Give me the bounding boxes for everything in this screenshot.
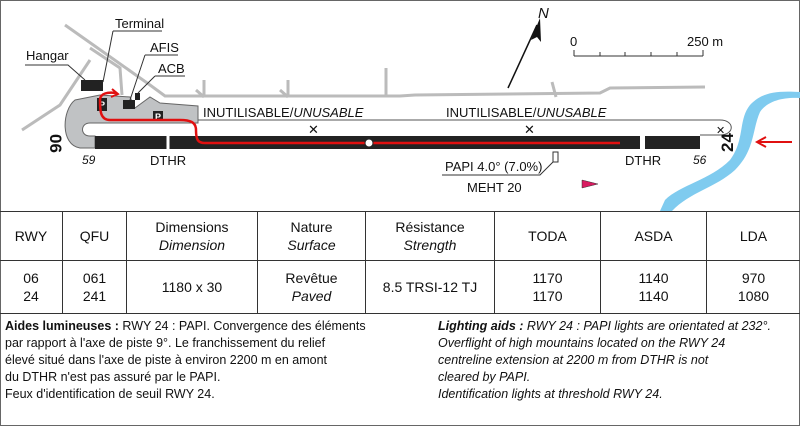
runway-end xyxy=(645,136,700,149)
notes-line: RWY 24 : PAPI lights are orientated at 2… xyxy=(523,319,771,333)
col-rwy: RWY xyxy=(0,211,63,261)
closed-marker-icon: ✕ xyxy=(716,125,725,137)
cell-dimensions: 1180 x 30 xyxy=(126,260,258,314)
terminal-label: Terminal xyxy=(115,16,164,31)
papi-icon xyxy=(552,151,559,163)
north-arrow-icon xyxy=(531,18,541,42)
lighting-notes-french: Aides lumineuses : RWY 24 : PAPI. Conver… xyxy=(5,318,425,403)
closed-marker-icon: ✕ xyxy=(308,122,319,137)
parking-label-terminal: P xyxy=(99,100,105,110)
notes-line: du DTHR n'est pas assuré par le PAPI. xyxy=(5,370,221,384)
notes-line: élevé situé dans l'axe de piste à enviro… xyxy=(5,353,328,367)
cell-strength: 8.5 TRSI-12 TJ xyxy=(365,260,495,314)
parking-label: P xyxy=(155,112,161,122)
col-lda: LDA xyxy=(706,211,800,261)
taxi-route xyxy=(98,91,620,145)
runway-24-label: 24 xyxy=(718,133,737,152)
lighting-notes-english: Lighting aids : RWY 24 : PAPI lights are… xyxy=(438,318,798,403)
unusable-label: INUTILISABLE/UNUSABLE xyxy=(446,105,607,120)
threshold-elevation-east: 56 xyxy=(693,153,707,167)
scale-bar xyxy=(573,50,704,57)
notes-line: par rapport à l'axe de piste 9°. Le fran… xyxy=(5,336,326,350)
col-toda: TODA xyxy=(494,211,601,261)
approach-arrow-icon xyxy=(754,136,792,148)
notes-line: Identification lights at threshold RWY 2… xyxy=(438,387,663,401)
runway-06-label: 06 xyxy=(46,134,65,153)
notes-title: Aides lumineuses : xyxy=(5,319,119,333)
notes-line: Feux d'identification de seuil RWY 24. xyxy=(5,387,215,401)
notes-line: centreline extension at 2200 m from DTHR… xyxy=(438,353,709,367)
afis-building xyxy=(123,100,135,109)
notes-title: Lighting aids : xyxy=(438,319,524,333)
acb-label: ACB xyxy=(158,61,185,76)
parking-sign xyxy=(153,111,163,121)
terminal-building xyxy=(97,98,107,111)
river xyxy=(660,91,800,211)
closed-marker-icon: ✕ xyxy=(524,122,535,137)
windsock-icon xyxy=(581,179,599,189)
parallel-taxiway xyxy=(198,119,732,136)
hangar-label: Hangar xyxy=(26,48,69,63)
unusable-label: INUTILISABLE/UNUSABLE xyxy=(203,105,364,120)
notes-line: RWY 24 : PAPI. Convergence des éléments xyxy=(118,319,366,333)
arp-icon xyxy=(364,138,374,148)
papi-label: PAPI 4.0° (7.0%) xyxy=(445,159,542,174)
notes-line: Overflight of high mountains located on … xyxy=(438,336,726,350)
afis-label: AFIS xyxy=(150,40,179,55)
meht-label: MEHT 20 xyxy=(467,180,522,195)
dthr-label-west: DTHR xyxy=(150,153,186,168)
notes-line: cleared by PAPI. xyxy=(438,370,531,384)
col-asda: ASDA xyxy=(600,211,707,261)
dthr-label-east: DTHR xyxy=(625,153,661,168)
aerodrome-diagram: P P ✕ ✕ ✕ Terminal Hangar AFIS ACB INUTI… xyxy=(21,5,800,211)
north-label: N xyxy=(538,5,549,22)
acb-building xyxy=(135,93,140,100)
scale-zero-label: 0 xyxy=(570,34,577,49)
col-qfu: QFU xyxy=(62,211,127,261)
scale-max-label: 250 m xyxy=(687,34,723,49)
threshold-elevation-west: 59 xyxy=(82,153,96,167)
hangar-building xyxy=(81,80,103,91)
